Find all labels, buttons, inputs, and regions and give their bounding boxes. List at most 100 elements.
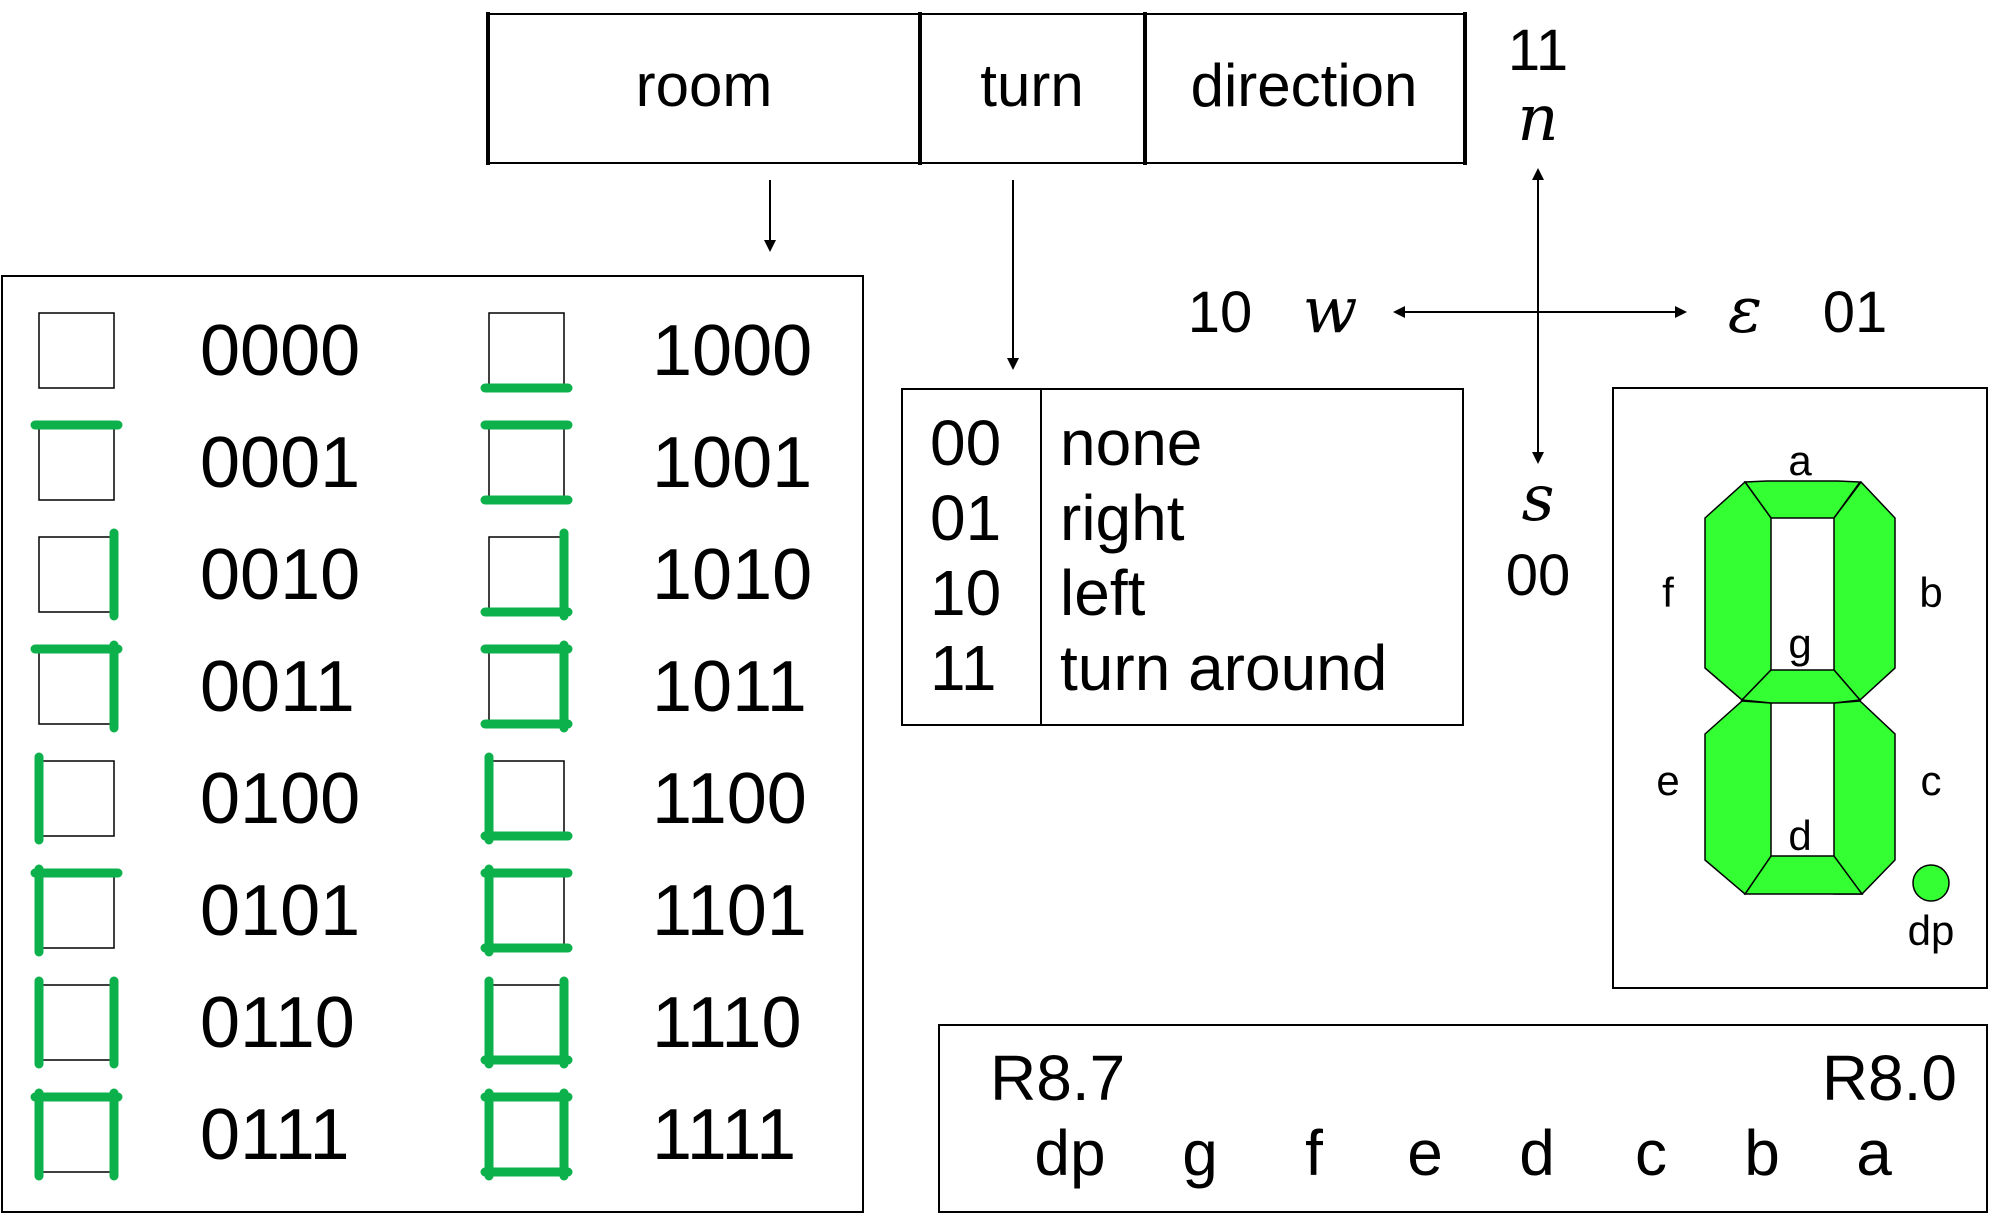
turn-code-2: 10 (930, 557, 1001, 629)
turn-label-1: right (1060, 482, 1185, 554)
label-g: g (1788, 620, 1811, 667)
seven-segment-display: a b c d e f g dp (1612, 387, 1988, 989)
room-cell (488, 648, 565, 725)
room-entry: 1101 (480, 864, 807, 957)
room-cell (38, 760, 115, 837)
room-entry: 1100 (480, 752, 807, 845)
room-entry: 0000 (38, 311, 360, 391)
segment-c (1833, 700, 1896, 895)
register-bits: dp g f e d c b a (1034, 1117, 1892, 1189)
register-left: R8.7 (990, 1042, 1125, 1114)
turn-code-3: 11 (930, 632, 996, 704)
room-code: 1000 (652, 311, 812, 391)
room-cell (488, 536, 565, 613)
room-cell (488, 872, 565, 949)
room-cell (488, 312, 565, 389)
room-cell (488, 424, 565, 501)
label-d: d (1788, 812, 1811, 859)
room-code: 0001 (200, 423, 360, 503)
register-right: R8.0 (1822, 1042, 1957, 1114)
room-code: 1001 (652, 423, 812, 503)
register-bit-d: d (1519, 1117, 1555, 1189)
register-bit-g: g (1182, 1117, 1218, 1189)
south-letter: s (1522, 462, 1555, 536)
label-f: f (1662, 569, 1674, 616)
room-code: 1101 (652, 871, 807, 951)
turn-table: 00 none 01 right 10 left 11 turn around (901, 388, 1464, 726)
register-bit-c: c (1635, 1117, 1667, 1189)
room-code: 0101 (200, 871, 360, 951)
register-bit-f: f (1305, 1117, 1323, 1189)
room-code: 0011 (200, 647, 355, 727)
label-a: a (1788, 437, 1812, 484)
register-bit-e: e (1407, 1117, 1443, 1189)
field-turn: turn (980, 52, 1083, 119)
room-code: 0111 (200, 1095, 349, 1175)
register-bit-b: b (1744, 1117, 1780, 1189)
room-entry: 0001 (30, 420, 360, 503)
room-entry: 0010 (38, 528, 360, 621)
room-entry: 0110 (34, 976, 355, 1069)
room-entry: 1110 (480, 976, 801, 1069)
room-code: 0010 (200, 535, 360, 615)
room-entry: 1001 (480, 420, 812, 505)
room-cell (488, 1096, 565, 1173)
room-cell (38, 648, 115, 725)
turn-label-3: turn around (1060, 632, 1387, 704)
register-map: R8.7 R8.0 dp g f e d c b a (938, 1024, 1988, 1213)
room-cell (38, 424, 115, 501)
room-entry: 1011 (480, 640, 807, 733)
segment-e (1704, 700, 1772, 896)
label-dp: dp (1908, 907, 1955, 954)
room-code: 1100 (652, 759, 807, 839)
north-letter: n (1517, 82, 1558, 156)
room-entry: 1000 (480, 311, 812, 393)
room-cell (488, 760, 565, 837)
turn-code-1: 01 (930, 482, 1001, 554)
room-entry: 0100 (34, 752, 360, 845)
segment-dp (1912, 864, 1950, 902)
room-cell (38, 536, 115, 613)
north-code: 11 (1508, 18, 1568, 83)
west-letter: w (1303, 274, 1358, 348)
label-c: c (1921, 757, 1942, 804)
field-direction: direction (1191, 52, 1418, 119)
room-entry: 0101 (30, 864, 360, 957)
turn-label-0: none (1060, 407, 1202, 479)
room-code: 0000 (200, 311, 360, 391)
room-code: 1010 (652, 535, 812, 615)
field-room: room (636, 52, 773, 119)
field-header: room turn direction (486, 12, 1467, 165)
register-bit-dp: dp (1034, 1117, 1105, 1189)
compass: 11 n 10 w ε 01 s 00 (1188, 18, 1888, 608)
room-code: 0100 (200, 759, 360, 839)
room-code: 0110 (200, 983, 355, 1063)
label-b: b (1919, 569, 1942, 616)
segment-b (1833, 480, 1896, 702)
room-cell (38, 1096, 115, 1173)
register-bit-a: a (1856, 1117, 1892, 1189)
room-entry: 0111 (30, 1088, 349, 1181)
room-cell (38, 872, 115, 949)
room-cell (488, 984, 565, 1061)
turn-label-2: left (1060, 557, 1146, 629)
south-code: 00 (1506, 543, 1571, 608)
segment-g (1740, 669, 1862, 704)
label-e: e (1656, 757, 1679, 804)
room-entry: 0011 (30, 640, 355, 733)
room-code: 1011 (652, 647, 807, 727)
room-legend-box (1, 275, 864, 1213)
west-code: 10 (1188, 280, 1253, 345)
east-code: 01 (1823, 280, 1888, 345)
turn-code-0: 00 (930, 407, 1001, 479)
east-letter: ε (1728, 274, 1762, 348)
room-legend: 0000 0001 0010 0011 0100 0101 0110 0111 1000 1001… (30, 311, 812, 1181)
room-entry: 1010 (480, 528, 812, 621)
room-code: 1111 (652, 1095, 796, 1175)
room-cell (38, 984, 115, 1061)
room-entry: 1111 (480, 1088, 796, 1181)
room-cell (38, 312, 115, 389)
room-code: 1110 (652, 983, 801, 1063)
segment-f (1704, 480, 1772, 702)
